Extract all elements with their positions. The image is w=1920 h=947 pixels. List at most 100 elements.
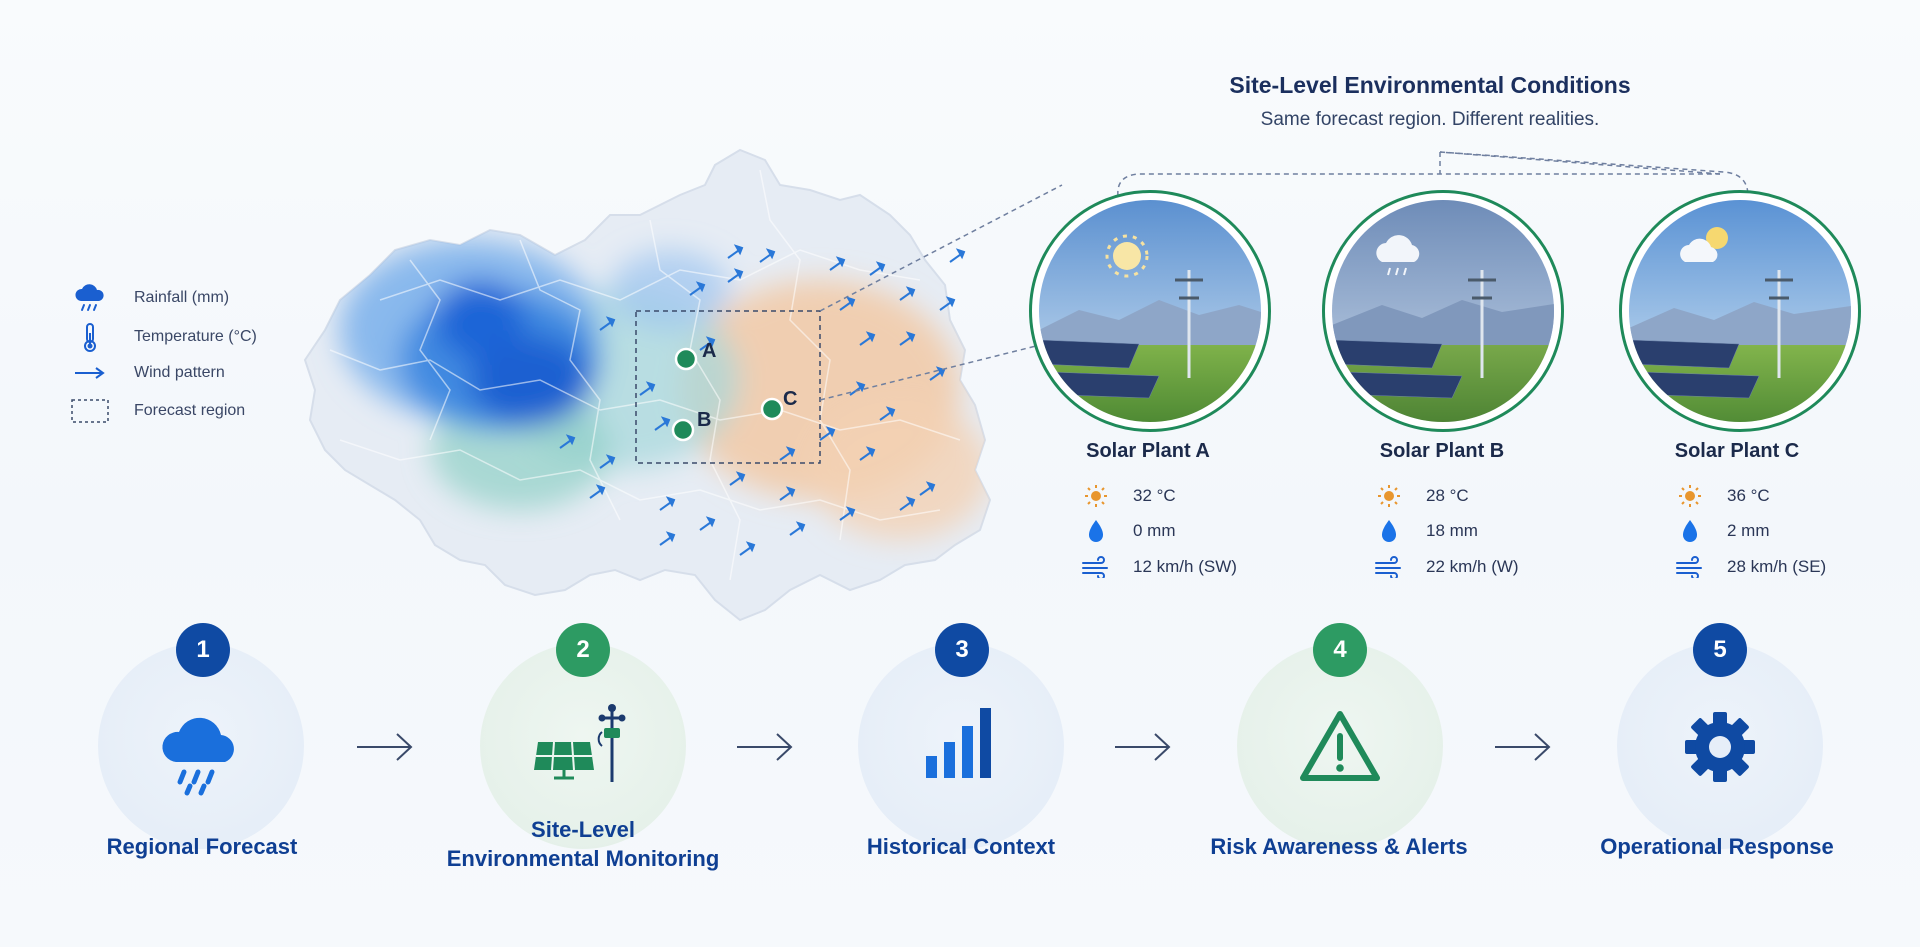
plant-rainfall: 18 mm bbox=[1374, 518, 1478, 544]
plant-photo-c bbox=[1619, 190, 1861, 432]
sun-icon bbox=[1374, 483, 1404, 509]
wind-arrow-icon bbox=[699, 336, 716, 351]
wind-arrow-icon bbox=[699, 516, 716, 531]
wind-arrow-icon bbox=[859, 331, 876, 346]
wind-arrow-icon bbox=[727, 244, 744, 259]
page-subtitle: Same forecast region. Different realitie… bbox=[1260, 109, 1600, 130]
step-4-number: 4 bbox=[1313, 623, 1367, 677]
step-3-label: Historical Context bbox=[866, 834, 1056, 859]
wind-arrow-icon bbox=[599, 316, 616, 331]
marker-label: C bbox=[783, 388, 797, 410]
legend-label: Wind pattern bbox=[134, 364, 225, 381]
site-marker-c[interactable]: C bbox=[760, 388, 797, 421]
partly-cloudy-icon bbox=[1680, 227, 1728, 262]
marker-label: B bbox=[697, 409, 711, 431]
plant-name: Solar Plant A bbox=[1086, 440, 1210, 462]
wind-arrows bbox=[559, 244, 966, 556]
flow-arrow-icon bbox=[1495, 733, 1551, 761]
wind-arrow-icon bbox=[654, 416, 671, 431]
plant-wind: 28 km/h (SE) bbox=[1675, 554, 1826, 580]
wind-arrow-icon bbox=[949, 248, 966, 263]
wind-arrow-icon bbox=[68, 365, 112, 381]
wind-arrow-icon bbox=[659, 496, 676, 511]
wind-arrow-icon bbox=[829, 256, 846, 271]
legend-label: Temperature (°C) bbox=[134, 328, 257, 345]
wind-arrow-icon bbox=[559, 434, 576, 449]
region-to-plant-connector bbox=[819, 184, 1063, 312]
wind-icon bbox=[1374, 556, 1404, 578]
step-4-label: Risk Awareness & Alerts bbox=[1210, 834, 1468, 859]
step-3-number: 3 bbox=[935, 623, 989, 677]
site-marker-b[interactable]: B bbox=[671, 409, 711, 442]
plant-temperature: 28 °C bbox=[1374, 483, 1469, 509]
forecast-region-box bbox=[635, 310, 821, 464]
wind-arrow-icon bbox=[727, 268, 744, 283]
wind-arrow-icon bbox=[939, 296, 956, 311]
step-1-label: Regional Forecast bbox=[106, 834, 298, 859]
wind-arrow-icon bbox=[779, 446, 796, 461]
wind-arrow-icon bbox=[899, 286, 916, 301]
plant-name: Solar Plant B bbox=[1379, 440, 1505, 462]
region-to-plant-connector bbox=[819, 344, 1041, 401]
gear-icon bbox=[1685, 712, 1755, 782]
plant-rainfall: 2 mm bbox=[1675, 518, 1770, 544]
wind-arrow-icon bbox=[659, 531, 676, 546]
wind-arrow-icon bbox=[879, 406, 896, 421]
site-marker-a[interactable]: A bbox=[674, 340, 716, 371]
plant-wind: 12 km/h (SW) bbox=[1081, 554, 1237, 580]
plant-temperature: 36 °C bbox=[1675, 483, 1770, 509]
water-drop-icon bbox=[1081, 518, 1111, 544]
plant-temperature: 32 °C bbox=[1081, 483, 1176, 509]
rain-cloud-icon bbox=[162, 717, 234, 796]
wind-arrow-icon bbox=[739, 541, 756, 556]
sun-icon bbox=[1675, 483, 1705, 509]
wind-icon bbox=[1081, 556, 1111, 578]
solar-panel-weather-station-icon bbox=[534, 704, 626, 782]
sun-icon bbox=[1105, 234, 1149, 278]
page-title: Site-Level Environmental Conditions bbox=[1229, 72, 1631, 98]
plant-photo-a bbox=[1029, 190, 1271, 432]
thermometer-icon bbox=[68, 321, 112, 353]
wind-arrow-icon bbox=[899, 496, 916, 511]
legend-item-temperature: Temperature (°C) bbox=[68, 322, 257, 352]
wind-arrow-icon bbox=[689, 281, 706, 296]
plant-rainfall: 0 mm bbox=[1081, 518, 1176, 544]
legend-label: Forecast region bbox=[134, 402, 246, 419]
water-drop-icon bbox=[1374, 518, 1404, 544]
rain-cloud-icon bbox=[68, 283, 112, 313]
legend-item-forecast-region: Forecast region bbox=[68, 396, 245, 426]
wind-arrow-icon bbox=[869, 261, 886, 276]
wind-arrow-icon bbox=[589, 484, 606, 499]
step-5-label: Operational Response bbox=[1600, 834, 1834, 859]
plant-name: Solar Plant C bbox=[1674, 440, 1800, 462]
rain-cloud-icon bbox=[1376, 235, 1420, 276]
wind-arrow-icon bbox=[759, 248, 776, 263]
plant-wind: 22 km/h (W) bbox=[1374, 554, 1519, 580]
flow-arrow-icon bbox=[357, 733, 413, 761]
wind-arrow-icon bbox=[819, 426, 836, 441]
flow-arrow-icon bbox=[1115, 733, 1171, 761]
wind-icon bbox=[1675, 556, 1705, 578]
wind-arrow-icon bbox=[779, 486, 796, 501]
flow-arrow-icon bbox=[737, 733, 793, 761]
legend-item-rainfall: Rainfall (mm) bbox=[68, 283, 229, 313]
legend-item-wind: Wind pattern bbox=[68, 358, 225, 388]
wind-arrow-icon bbox=[839, 296, 856, 311]
wind-arrow-icon bbox=[599, 454, 616, 469]
wind-arrow-icon bbox=[899, 331, 916, 346]
step-3-circle bbox=[858, 643, 1064, 849]
wind-arrow-icon bbox=[729, 471, 746, 486]
step-2-label: Site-Level Environmental Monitoring bbox=[446, 817, 720, 871]
bar-chart-icon bbox=[926, 708, 991, 778]
legend-label: Rainfall (mm) bbox=[134, 289, 230, 306]
step-5-number: 5 bbox=[1693, 623, 1747, 677]
wind-arrow-icon bbox=[839, 506, 856, 521]
wind-arrow-icon bbox=[639, 381, 656, 396]
step-1-number: 1 bbox=[176, 623, 230, 677]
warning-triangle-icon bbox=[1300, 711, 1380, 781]
water-drop-icon bbox=[1675, 518, 1705, 544]
plant-photo-b bbox=[1322, 190, 1564, 432]
sun-icon bbox=[1081, 483, 1111, 509]
